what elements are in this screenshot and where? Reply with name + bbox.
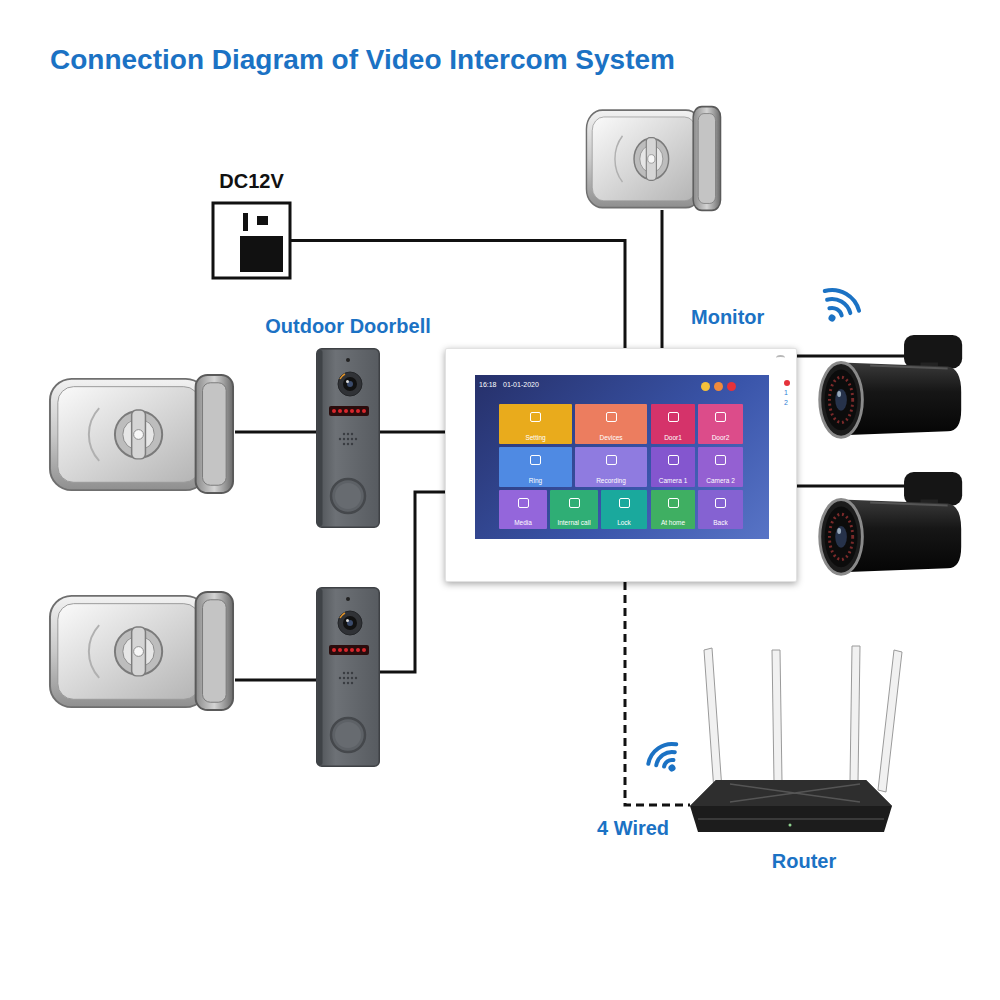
menu-tile: Recording bbox=[575, 447, 647, 487]
monitor-screen: 16:18 01-01-2020Setting Devices Door1 Door2R… bbox=[475, 375, 769, 539]
electric-lock bbox=[586, 107, 720, 211]
menu-tile: Internal call bbox=[550, 490, 598, 529]
menu-tile: Door2 bbox=[698, 404, 743, 444]
tile-icon bbox=[715, 412, 726, 422]
tile-label: Door1 bbox=[664, 434, 682, 441]
menu-tile: Setting bbox=[499, 404, 572, 444]
device-label: DC12V bbox=[219, 170, 283, 193]
indicator-led bbox=[784, 380, 790, 386]
tile-icon bbox=[668, 455, 679, 465]
wifi-symbol bbox=[644, 739, 688, 781]
tile-icon bbox=[715, 455, 726, 465]
tile-label: Lock bbox=[617, 519, 631, 526]
menu-tile: Camera 2 bbox=[698, 447, 743, 487]
tile-icon bbox=[530, 412, 541, 422]
menu-tile: Media bbox=[499, 490, 547, 529]
tile-label: Devices bbox=[599, 434, 622, 441]
tile-icon bbox=[606, 412, 617, 422]
menu-tile: Door1 bbox=[651, 404, 695, 444]
status-icon bbox=[714, 382, 723, 391]
router: Router bbox=[690, 778, 892, 832]
tile-icon bbox=[619, 498, 630, 508]
tile-label: Media bbox=[514, 519, 532, 526]
tile-icon bbox=[668, 498, 679, 508]
tile-label: Back bbox=[713, 519, 727, 526]
tile-icon bbox=[569, 498, 580, 508]
tile-label: Ring bbox=[529, 477, 542, 484]
connection-label: 4 Wired bbox=[595, 817, 671, 840]
callout-number: 1 bbox=[784, 389, 788, 397]
menu-tile: Devices bbox=[575, 404, 647, 444]
monitor: Monitor16:1801-01-2020SettingDevicesDoor… bbox=[445, 348, 797, 582]
power-outlet-symbol bbox=[213, 203, 290, 278]
callout-number: 2 bbox=[784, 399, 788, 407]
screen-text: 16:18 bbox=[479, 381, 497, 389]
menu-tile: Back bbox=[698, 490, 743, 529]
status-icon bbox=[701, 382, 710, 391]
tile-icon bbox=[518, 498, 529, 508]
power-outlet: DC12V bbox=[213, 203, 290, 278]
device-label: Outdoor Doorbell bbox=[265, 315, 431, 338]
tile-label: Recording bbox=[596, 477, 626, 484]
tile-label: Camera 2 bbox=[706, 477, 735, 484]
tile-icon bbox=[668, 412, 679, 422]
bullet-camera bbox=[820, 335, 962, 437]
screen-text: 01-01-2020 bbox=[503, 381, 539, 389]
menu-tile: Lock bbox=[601, 490, 647, 529]
connector-wire bbox=[380, 431, 445, 434]
tile-label: At home bbox=[661, 519, 685, 526]
bullet-camera bbox=[820, 472, 962, 574]
doorbell-unit bbox=[317, 588, 380, 767]
tile-label: Setting bbox=[525, 434, 545, 441]
menu-tile: At home bbox=[651, 490, 695, 529]
device-label: Monitor bbox=[691, 306, 764, 329]
tile-label: Camera 1 bbox=[659, 477, 688, 484]
doorbell-unit bbox=[317, 349, 380, 528]
menu-tile: Camera 1 bbox=[651, 447, 695, 487]
tile-label: Door2 bbox=[712, 434, 730, 441]
diagram-title: Connection Diagram of Video Intercom Sys… bbox=[50, 44, 675, 76]
connector-wire bbox=[625, 582, 690, 805]
electric-lock bbox=[50, 375, 233, 493]
wifi-symbol bbox=[813, 284, 863, 331]
wifi-indicator bbox=[776, 355, 785, 361]
tile-label: Internal call bbox=[557, 519, 590, 526]
router-body bbox=[690, 646, 902, 832]
outdoor-doorbell: Outdoor Doorbell bbox=[316, 348, 380, 528]
device-label: Router bbox=[772, 850, 836, 873]
tile-icon bbox=[606, 455, 617, 465]
electric-lock bbox=[50, 592, 233, 710]
status-icon bbox=[727, 382, 736, 391]
tile-icon bbox=[715, 498, 726, 508]
menu-tile: Ring bbox=[499, 447, 572, 487]
tile-icon bbox=[530, 455, 541, 465]
